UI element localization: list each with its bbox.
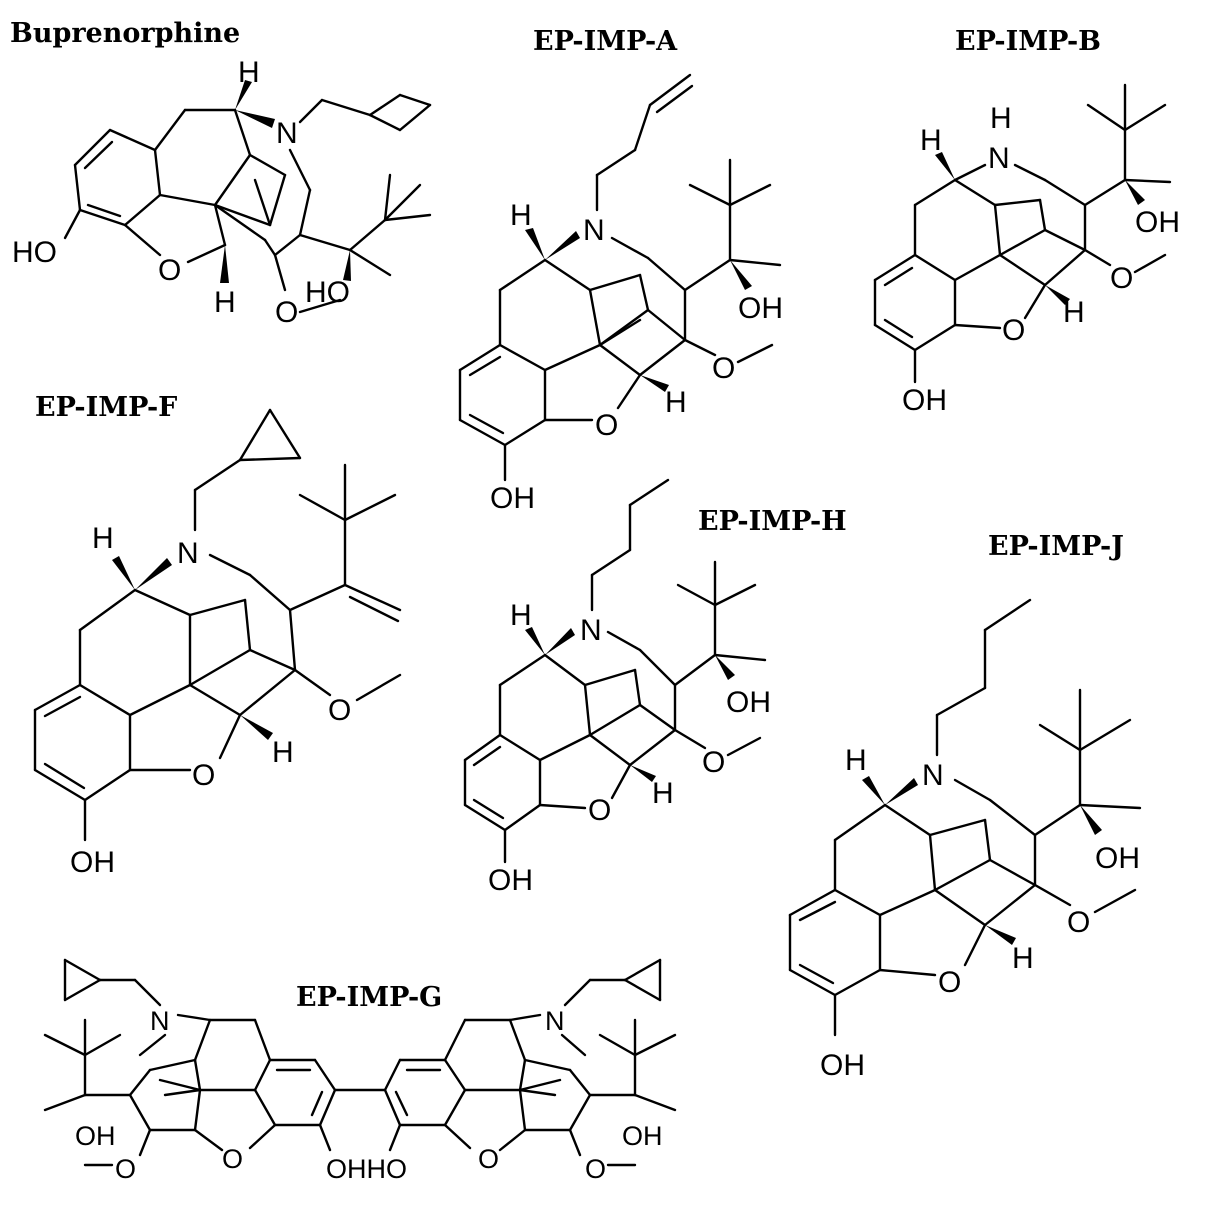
ep-imp-b-atom-h-c9: H xyxy=(920,124,942,157)
title-ep-imp-f: EP-IMP-F xyxy=(35,392,177,423)
ep-imp-j-atom-n: N xyxy=(922,759,944,792)
structure-ep-imp-j: OH O H H N xyxy=(788,598,1142,1082)
buprenorphine-atom-ho: HO xyxy=(12,236,57,269)
buprenorphine-atom-n: N xyxy=(276,117,298,150)
ep-imp-j-atom-oh-phenol: OH xyxy=(820,1049,865,1082)
ep-imp-a-atom-o-methoxy: O xyxy=(712,352,735,385)
ep-imp-a-atom-h-c5: H xyxy=(665,386,687,419)
ep-imp-b-atom-h-c5: H xyxy=(1063,296,1085,329)
ep-imp-a-atom-oh-phenol: OH xyxy=(490,482,535,515)
structure-ep-imp-a: OH O H H N xyxy=(458,73,783,515)
structure-ep-imp-f: OH O H H N xyxy=(33,408,402,879)
ep-imp-b-atom-oh-tertiary: OH xyxy=(1135,206,1180,239)
buprenorphine-atom-h-c9: H xyxy=(238,56,260,89)
ep-imp-g-right-atom-o-methoxy: O xyxy=(585,1154,606,1184)
structure-ep-imp-g: N O OH xyxy=(43,958,677,1184)
ep-imp-g-right-atom-o-furan: O xyxy=(478,1144,499,1174)
ep-imp-h-atom-oh-tertiary: OH xyxy=(726,686,771,719)
ep-imp-g-left-atom-o-furan: O xyxy=(222,1144,243,1174)
ep-imp-j-atom-h-c9: H xyxy=(845,744,867,777)
ep-imp-g-left-atom-n: N xyxy=(150,1006,170,1036)
ep-imp-h-atom-h-c5: H xyxy=(652,777,674,810)
structure-ep-imp-b: OH O H H N H OH xyxy=(873,83,1180,417)
structure-ep-imp-h: OH O H H N xyxy=(463,478,771,897)
ep-imp-j-atom-h-c5: H xyxy=(1012,942,1034,975)
ep-imp-j-atom-oh-tertiary: OH xyxy=(1095,842,1140,875)
ep-imp-g-right-atom-oh-tertiary: OH xyxy=(622,1121,663,1151)
ep-imp-f-atom-oh-phenol: OH xyxy=(70,846,115,879)
ep-imp-f-atom-h-c5: H xyxy=(272,736,294,769)
ep-imp-j-atom-o-methoxy: O xyxy=(1067,906,1090,939)
title-ep-imp-a: EP-IMP-A xyxy=(533,26,678,57)
ep-imp-g-center-atom-ohho: OHHO xyxy=(326,1154,407,1184)
ep-imp-h-atom-n: N xyxy=(580,614,602,647)
structure-buprenorphine: HO O H H N xyxy=(12,56,432,329)
ep-imp-b-atom-n: N xyxy=(988,142,1010,175)
title-ep-imp-h: EP-IMP-H xyxy=(698,506,847,537)
ep-imp-h-atom-oh-phenol: OH xyxy=(488,864,533,897)
ep-imp-g-left-atom-oh-tertiary: OH xyxy=(75,1121,116,1151)
ep-imp-a-atom-n: N xyxy=(583,214,605,247)
ep-imp-g-right-atom-n: N xyxy=(545,1006,565,1036)
ep-imp-j-atom-o-furan: O xyxy=(938,966,961,999)
ep-imp-b-atom-h-nh: H xyxy=(990,102,1012,135)
buprenorphine-atom-o-furan: O xyxy=(158,254,181,287)
ep-imp-a-atom-h-c9: H xyxy=(510,199,532,232)
ep-imp-f-atom-n: N xyxy=(177,537,199,570)
ep-imp-b-atom-oh-phenol: OH xyxy=(902,384,947,417)
ep-imp-h-atom-o-methoxy: O xyxy=(702,746,725,779)
title-buprenorphine: Buprenorphine xyxy=(10,18,240,49)
ep-imp-h-atom-o-furan: O xyxy=(588,794,611,827)
title-ep-imp-g: EP-IMP-G xyxy=(296,982,442,1013)
buprenorphine-atom-o-methoxy: O xyxy=(275,296,298,329)
ep-imp-f-atom-h-c9: H xyxy=(92,522,114,555)
ep-imp-a-atom-oh-tertiary: OH xyxy=(738,292,783,325)
ep-imp-f-atom-o-furan: O xyxy=(192,759,215,792)
ep-imp-f-atom-o-methoxy: O xyxy=(328,694,351,727)
ep-imp-g-left-atom-o-methoxy: O xyxy=(115,1154,136,1184)
ep-imp-b-atom-o-methoxy: O xyxy=(1110,262,1133,295)
ep-imp-a-atom-o-furan: O xyxy=(595,409,618,442)
ep-imp-b-atom-o-furan: O xyxy=(1002,314,1025,347)
title-ep-imp-b: EP-IMP-B xyxy=(955,26,1101,57)
ep-imp-h-atom-h-c9: H xyxy=(510,599,532,632)
buprenorphine-atom-h-c5: H xyxy=(214,286,236,319)
title-ep-imp-j: EP-IMP-J xyxy=(988,531,1124,562)
